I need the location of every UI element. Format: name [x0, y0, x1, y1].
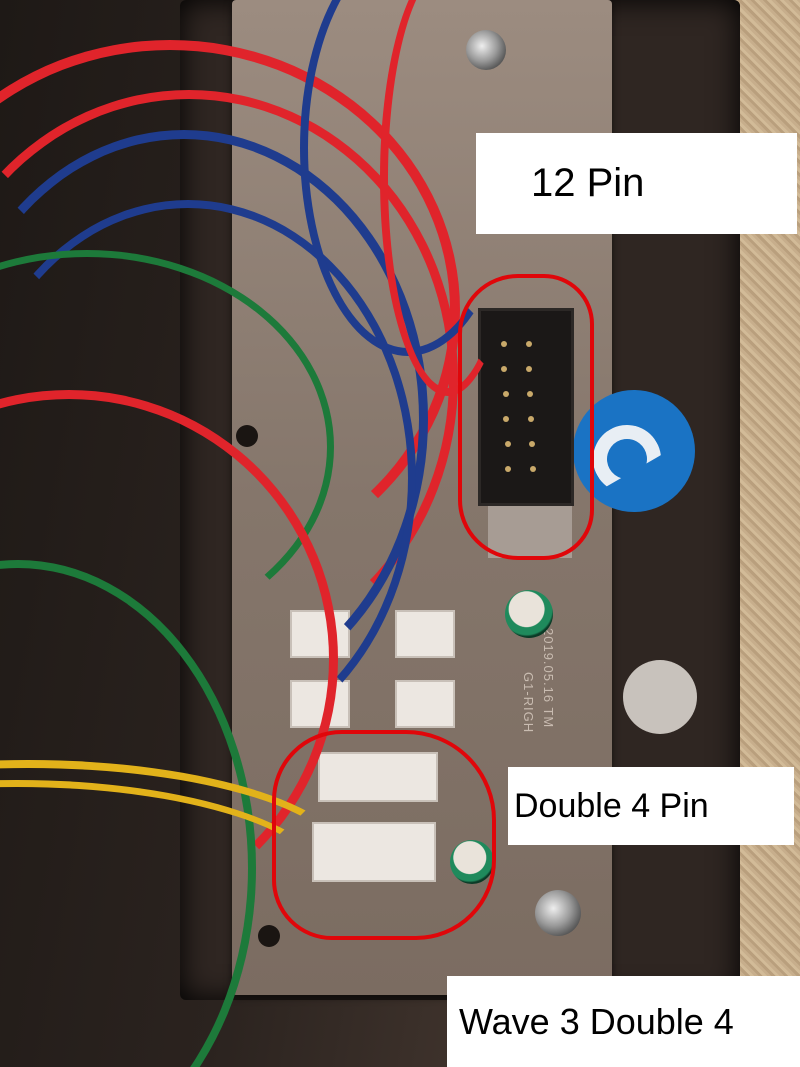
blue-wire [0, 200, 416, 756]
pin [527, 391, 533, 397]
label-double-4-pin: Double 4 Pin [508, 767, 794, 845]
red-wire [380, 0, 516, 396]
pin [501, 366, 507, 372]
label-wave-3-double-4: Wave 3 Double 4 [447, 976, 800, 1067]
arc-icon [581, 413, 674, 506]
highlight-outline-double4 [272, 730, 496, 940]
pin [528, 416, 534, 422]
pin [501, 341, 507, 347]
blue-wire [0, 130, 428, 708]
pin [505, 466, 511, 472]
twelve-pin-header [478, 308, 574, 506]
connector [395, 610, 455, 658]
capacitor [505, 590, 553, 638]
pin [503, 391, 509, 397]
highlight-outline-12pin [458, 274, 594, 560]
screw-bottom [535, 890, 581, 936]
pin [529, 441, 535, 447]
connector [395, 680, 455, 728]
gray-sticker [623, 660, 697, 734]
label-12-pin: 12 Pin [476, 133, 797, 234]
pin [526, 366, 532, 372]
pin [503, 416, 509, 422]
pin [526, 341, 532, 347]
pcb-date-code: 2019.05.16 TM [541, 628, 556, 729]
pin [530, 466, 536, 472]
pcb-board-id: G1-RIGH [521, 672, 536, 734]
pin [505, 441, 511, 447]
